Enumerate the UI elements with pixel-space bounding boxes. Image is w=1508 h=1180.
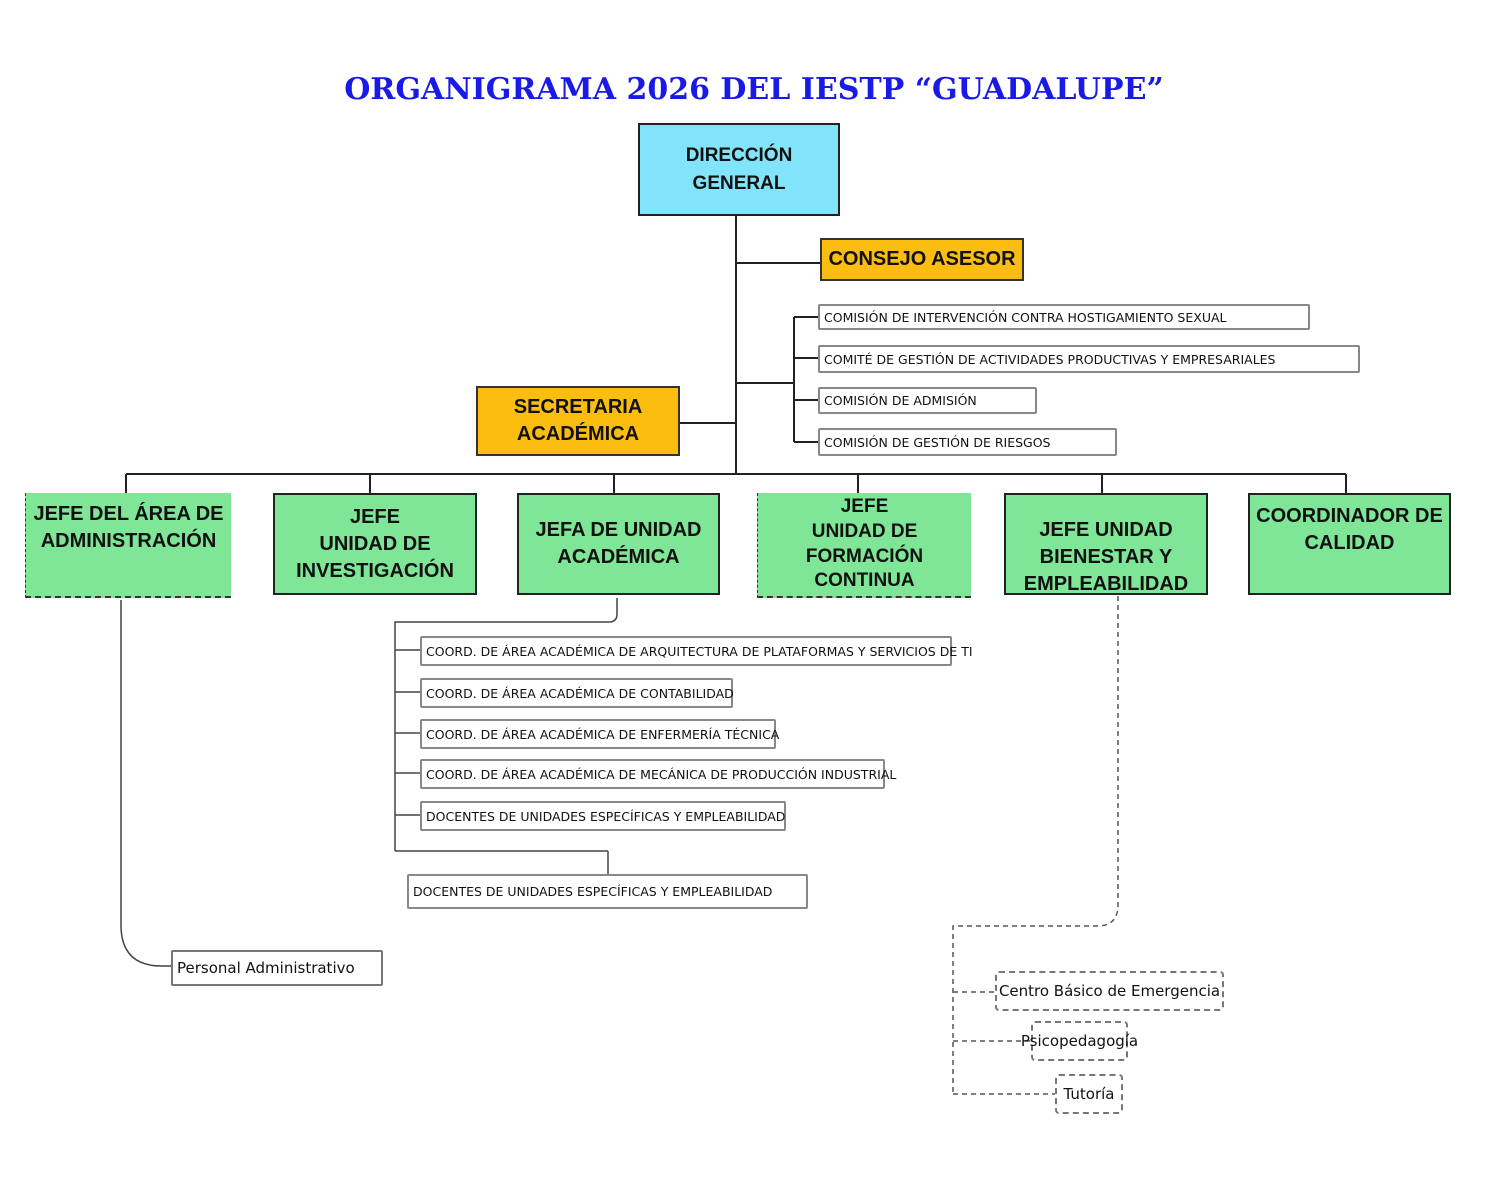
bienestar-subunit-box: Centro Básico de Emergencia — [995, 971, 1224, 1011]
academic-subunit-box: COORD. DE ÁREA ACADÉMICA DE ENFERMERÍA T… — [420, 719, 779, 749]
node-coordinador-calidad: COORDINADOR DE CALIDAD — [1248, 493, 1451, 595]
commission-box: COMISIÓN DE INTERVENCIÓN CONTRA HOSTIGAM… — [818, 304, 1310, 330]
commission-box: COMISIÓN DE ADMISIÓN — [818, 387, 1037, 414]
commission-box: COMITÉ DE GESTIÓN DE ACTIVIDADES PRODUCT… — [818, 345, 1360, 373]
node-consejo-asesor: CONSEJO ASESOR — [820, 238, 1024, 281]
chart-title: ORGANIGRAMA 2026 DEL IESTP “GUADALUPE” — [344, 72, 1164, 107]
academic-subunit-box: COORD. DE ÁREA ACADÉMICA DE CONTABILIDAD — [420, 678, 734, 708]
personal-administrativo-box: Personal Administrativo — [171, 950, 383, 986]
bienestar-subunit-box: Psicopedagogía — [1021, 1021, 1138, 1061]
node-jefa-academica: JEFA DE UNIDAD ACADÉMICA — [517, 493, 720, 595]
academic-subunit-box: COORD. DE ÁREA ACADÉMICA DE MECÁNICA DE … — [420, 759, 896, 789]
docentes-box: DOCENTES DE UNIDADES ESPECÍFICAS Y EMPLE… — [407, 874, 808, 909]
bienestar-subunit-box: Tutoría — [1055, 1074, 1123, 1114]
node-direccion-general: DIRECCIÓN GENERAL — [638, 123, 840, 216]
node-jefe-formacion-continua: JEFE UNIDAD DE FORMACIÓN CONTINUA — [757, 493, 971, 598]
node-jefe-investigacion: JEFE UNIDAD DE INVESTIGACIÓN — [273, 493, 477, 595]
academic-subunit-box: COORD. DE ÁREA ACADÉMICA DE ARQUITECTURA… — [420, 636, 973, 666]
node-jefe-bienestar: JEFE UNIDAD BIENESTAR Y EMPLEABILIDAD — [1004, 493, 1208, 595]
academic-subunit-box: DOCENTES DE UNIDADES ESPECÍFICAS Y EMPLE… — [420, 801, 786, 831]
node-secretaria-academica: SECRETARIA ACADÉMICA — [476, 386, 680, 456]
node-jefe-administracion: JEFE DEL ÁREA DE ADMINISTRACIÓN — [25, 493, 231, 598]
commission-box: COMISIÓN DE GESTIÓN DE RIESGOS — [818, 428, 1117, 456]
